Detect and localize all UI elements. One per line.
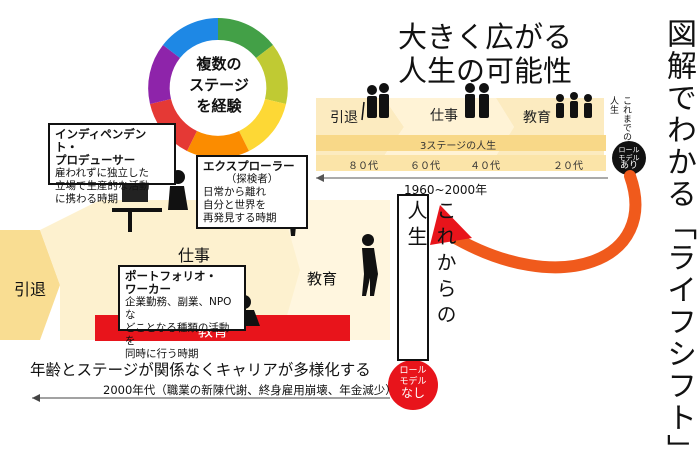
header-line2: 人生の可能性 — [398, 54, 573, 88]
old-stage-work: 仕事 — [430, 108, 458, 124]
old-silhouettes — [361, 83, 592, 121]
old-stage-edu: 教育 — [523, 110, 551, 126]
box-portfolio-worker: ポートフォリオ・ ワーカー 企業勤務、副業、NPOな どことなる種類の活動を 同… — [118, 265, 246, 360]
old-age-strip — [316, 155, 606, 171]
old-caption: 3ステージの人生 — [420, 141, 497, 152]
new-role-model: ロール モデル なし — [399, 366, 427, 400]
new-caption: 年齢とステージが関係なくキャリアが多様化する — [30, 361, 371, 379]
new-role-model-circle — [388, 360, 438, 410]
new-stage-retire: 引退 — [14, 280, 47, 299]
old-role-model: ロール モデル あり — [618, 146, 640, 171]
old-stage-retire: 引退 — [330, 110, 358, 126]
new-stage-edu: 教育 — [307, 270, 338, 288]
old-age-20: ２０代 — [553, 161, 583, 172]
old-role-model-circle — [612, 141, 646, 175]
old-age-80: ８０代 — [348, 161, 378, 172]
stage-wheel — [148, 18, 288, 159]
header-line1: 大きく広がる — [398, 20, 573, 54]
old-age-60: ６０代 — [410, 161, 440, 172]
old-age-40: ４０代 — [470, 161, 500, 172]
box-explorer: エクスプローラー （探検者） 日常から離れ 自分と世界を 再発見する時期 — [196, 155, 308, 229]
side-title: 図解でわかる「ライフシフト」 — [661, 18, 696, 466]
old-caption-strip — [316, 135, 606, 151]
old-vertical-label: これまでの人生 — [608, 96, 631, 141]
new-stage-work: 仕事 — [178, 246, 211, 265]
box-independent-producer: インディペンデント・ プロデューサー 雇われずに独立した 立場で生産的な活動 に… — [48, 123, 176, 205]
new-era: 2000年代（職業の新陳代謝、終身雇用崩壊、年金減少） — [103, 383, 397, 397]
old-era: 1960~2000年 — [404, 183, 488, 197]
wheel-label: 複数の ステージ を経験 — [189, 55, 249, 115]
new-vertical-label: これからの人生 — [404, 200, 457, 330]
